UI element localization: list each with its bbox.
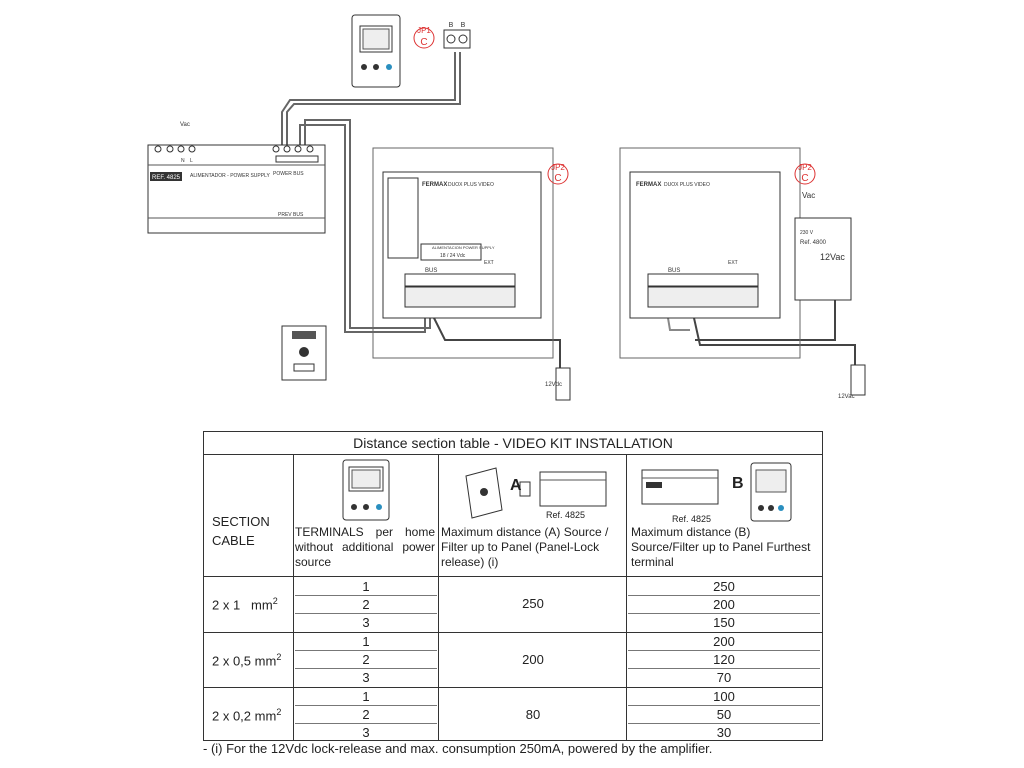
distance-b-value: 150: [713, 615, 735, 630]
right-bus-label: BUS: [668, 268, 680, 274]
distance-b-value: 100: [713, 689, 735, 704]
header-source-panel-icon: [465, 467, 607, 519]
jp2-left-jumper: JP2 C: [547, 163, 569, 185]
jp1-state: C: [420, 37, 427, 48]
amp-ref: Ref. 4800: [800, 240, 827, 246]
terminals-value: 2: [362, 707, 370, 722]
jp2-right-state: C: [801, 173, 808, 184]
amp-230: 230 V: [800, 230, 814, 236]
amplifier: 230 V Ref. 4800 12Vac: [794, 217, 852, 301]
monitor-top: [351, 14, 401, 88]
col3-letter: A: [510, 477, 522, 494]
distance-b-value: 250: [713, 579, 735, 594]
terminals-value: 2: [362, 652, 370, 667]
col-divider: [293, 455, 294, 740]
terminals-value: 2: [362, 597, 370, 612]
terminals-value: 3: [362, 615, 370, 630]
psu-power-bus: POWER BUS: [273, 171, 304, 177]
psu-title: ALIMENTADOR - POWER SUPPLY: [190, 173, 270, 179]
jp2-left-state: C: [554, 173, 561, 184]
col4-ref: Ref. 4825: [672, 514, 712, 524]
jp1-label: JP1: [417, 26, 431, 35]
left-panel-module: FERMAX DUOX PLUS VIDEO ALIMENTACION POWE…: [372, 147, 554, 359]
distance-b-value: 200: [713, 634, 735, 649]
col-divider: [438, 455, 439, 740]
distance-a-value: 250: [522, 596, 544, 611]
left-supply-value: 18 / 24 Vdc: [440, 253, 466, 259]
group-divider: [204, 632, 822, 633]
terminal-b2: B: [461, 22, 466, 29]
jp2-left-label: JP2: [551, 163, 565, 172]
group-divider: [204, 687, 822, 688]
left-brand: FERMAX: [422, 182, 447, 188]
header-terminal-icon: [750, 462, 792, 522]
distance-a-value: 80: [525, 707, 541, 722]
distance-b-value: 30: [716, 725, 732, 740]
jp2-right-jumper: JP2 C Vac: [794, 163, 816, 200]
col-divider: [626, 455, 627, 740]
table-title: Distance section table - VIDEO KIT INSTA…: [204, 432, 822, 455]
col4-header: Maximum distance (B) Source/Filter up to…: [631, 525, 811, 569]
cable-section: 2 x 1 mm2: [212, 596, 278, 613]
col4-letter: B: [732, 475, 744, 492]
distance-b-value: 120: [713, 652, 735, 667]
wiring-diagram: JP1 C B B REF. 4825 ALIMENTADOR - POWER …: [147, 14, 866, 401]
entry-panel: [281, 325, 327, 381]
power-supply: REF. 4825 ALIMENTADOR - POWER SUPPLY POW…: [147, 122, 326, 234]
terminals-value: 3: [362, 725, 370, 740]
right-model: DUOX PLUS VIDEO: [664, 182, 710, 188]
distance-b-value: 50: [716, 707, 732, 722]
psu-n: N: [181, 158, 185, 164]
right-panel-module: FERMAX DUOX PLUS VIDEO BUS EXT: [619, 147, 801, 359]
lock-left: 12Vdc: [545, 367, 571, 401]
left-bus-label: BUS: [425, 268, 437, 274]
cable-section: 2 x 0,2 mm2: [212, 707, 282, 724]
distance-a-value: 200: [522, 652, 544, 667]
left-model: DUOX PLUS VIDEO: [448, 182, 494, 188]
lock-right: 12Vac: [838, 364, 866, 400]
amp-12vac: 12Vac: [820, 252, 845, 262]
terminals-value: 1: [362, 634, 370, 649]
terminals-value: 3: [362, 670, 370, 685]
terminals-value: 1: [362, 689, 370, 704]
footnote: - (i) For the 12Vdc lock-release and max…: [203, 741, 713, 756]
distance-b-value: 70: [716, 670, 732, 685]
right-ext-label: EXT: [728, 260, 738, 266]
header-monitor-icon: [342, 459, 390, 521]
psu-l: L: [190, 158, 193, 164]
jp1-jumper: JP1 C B B: [413, 22, 471, 49]
right-vac: Vac: [802, 191, 815, 200]
terminal-b1: B: [449, 22, 454, 29]
left-ext-label: EXT: [484, 260, 494, 266]
col3-header: Maximum distance (A) Source / Filter up …: [441, 525, 609, 569]
lock-left-label: 12Vdc: [545, 382, 562, 388]
jp2-right-label: JP2: [798, 163, 812, 172]
cable-section: 2 x 0,5 mm2: [212, 652, 282, 669]
col2-header: TERMINALS per home without additional po…: [295, 525, 435, 569]
distance-b-value: 200: [713, 597, 735, 612]
terminals-value: 1: [362, 579, 370, 594]
col3-ref: Ref. 4825: [546, 510, 586, 520]
header-divider: [204, 576, 822, 577]
col1-header: SECTION CABLE: [212, 514, 270, 548]
psu-ref: REF. 4825: [152, 175, 181, 181]
left-supply-label: ALIMENTACION POWER SUPPLY: [432, 245, 495, 250]
lock-right-label: 12Vac: [838, 394, 855, 400]
right-brand: FERMAX: [636, 182, 661, 188]
psu-prev-bus: PREV BUS: [278, 212, 304, 218]
psu-vac: Vac: [180, 122, 190, 128]
header-source-icon: [641, 469, 719, 505]
distance-table: Distance section table - VIDEO KIT INSTA…: [203, 431, 823, 741]
